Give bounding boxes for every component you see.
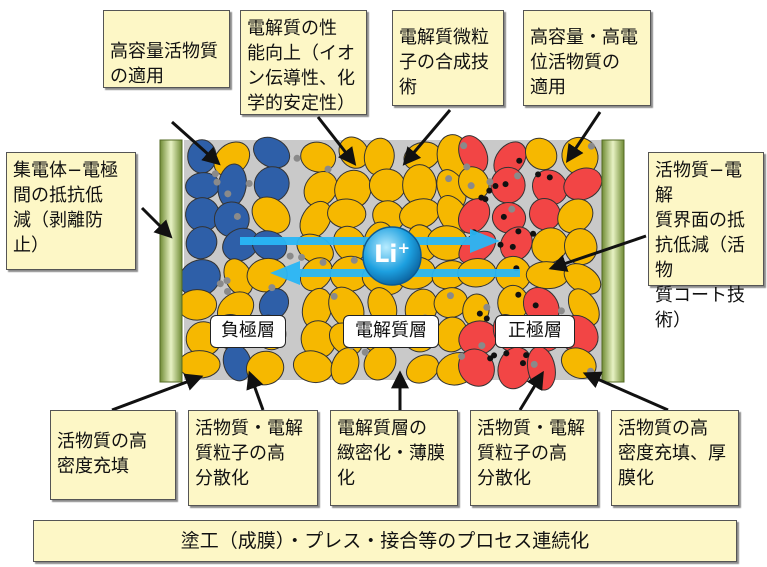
conductive-additive-dot (503, 350, 510, 357)
callout-anode-high-dispersion: 活物質・電解 質粒子の高 分散化 (188, 410, 318, 506)
callout-collector-resistance: 集電体−電極 間の抵抗低 減（剥離防 止） (6, 152, 136, 270)
conductive-additive-dot (535, 171, 542, 178)
li-ion-label: Li+ (362, 233, 422, 269)
anode-particle (185, 226, 218, 260)
li-charge: + (397, 239, 411, 257)
pore-dot (324, 165, 332, 173)
arrow-bottom-1 (111, 373, 204, 412)
pore-dot (268, 284, 276, 292)
conductive-additive-dot (500, 213, 507, 220)
conductive-additive-dot (482, 196, 489, 203)
conductive-additive-dot (497, 241, 504, 248)
pore-dot (445, 175, 453, 183)
cathode-layer-label: 正極層 (495, 315, 575, 348)
conductive-additive-dot (476, 310, 483, 317)
conductive-additive-dot (546, 174, 553, 181)
electrolyte-particle (524, 137, 558, 171)
pore-dot (478, 342, 486, 350)
li-ion-icon (362, 226, 422, 286)
electrolyte-particle (303, 171, 338, 208)
pore-dot (458, 352, 466, 360)
conductive-additive-dot (502, 181, 509, 188)
pore-dot (293, 154, 301, 162)
pore-dot (223, 287, 231, 295)
pore-dot (460, 142, 468, 150)
pore-dot (216, 280, 224, 288)
conductive-additive-dot (515, 228, 522, 235)
conductive-additive-dot (483, 315, 490, 322)
anode-layer-label: 負極層 (210, 315, 286, 348)
pore-dot (508, 205, 516, 213)
callout-interface-resistance: 活物質−電解 質界面の抵 抗低減（活物 質コート技 術） (648, 152, 764, 331)
callout-cathode-high-density-thick-film: 活物質の高 密度充填、厚 膜化 (611, 410, 739, 506)
callout-electrolyte-performance: 電解質の性 能向上（イオ ン伝導性、化 学的安定性） (240, 10, 367, 115)
cathode-particle (563, 167, 603, 201)
callout-electrolyte-particle-synthesis: 電解質微粒 子の合成技 術 (392, 10, 504, 106)
arrow-bottom-2 (246, 370, 265, 411)
conductive-additive-dot (515, 291, 522, 298)
pore-dot (224, 190, 232, 198)
callout-high-voltage-active-material: 高容量・高電 位活物質の 適用 (523, 10, 651, 106)
arrow-top-2 (316, 116, 357, 166)
anode-particle (253, 166, 290, 203)
electrolyte-particle (251, 196, 291, 234)
pore-dot (211, 170, 219, 178)
arrow-right (548, 234, 647, 272)
arrow-top-1 (171, 120, 221, 166)
pore-dot (233, 212, 241, 220)
pore-dot (319, 258, 327, 266)
conductive-additive-dot (509, 243, 516, 250)
conductive-additive-dot (519, 360, 526, 367)
electrolyte-particle (300, 141, 337, 173)
pore-dot (463, 163, 471, 171)
anode-current-collector (159, 139, 183, 383)
callout-arrows (111, 109, 669, 412)
conductive-additive-dot (530, 230, 537, 237)
electrolyte-particle (178, 350, 221, 379)
pore-dot (223, 277, 231, 285)
conductive-additive-dot (486, 187, 493, 194)
callout-cathode-high-dispersion: 活物質・電解 質粒子の高 分散化 (470, 410, 598, 506)
cathode-current-collector (601, 139, 625, 383)
arrow-top-4 (566, 111, 602, 163)
pore-dot (286, 252, 294, 260)
pore-dot (446, 292, 454, 300)
conductive-additive-dot (492, 182, 499, 189)
conductive-additive-dot (532, 302, 539, 309)
arrow-top-3 (402, 109, 452, 166)
electrolyte-layer-label: 電解質層 (343, 315, 439, 348)
conductive-additive-dot (523, 352, 530, 359)
pore-dot (361, 348, 369, 356)
pore-dot (557, 307, 565, 315)
pore-dot (298, 253, 306, 261)
pore-dot (350, 256, 358, 264)
arrow-left (140, 206, 173, 239)
electrolyte-particle (557, 198, 594, 234)
callout-electrolyte-densification: 電解質層の 緻密化・薄膜 化 (330, 410, 458, 506)
pore-dot (587, 142, 595, 150)
conductive-additive-dot (516, 157, 523, 164)
pore-dot (486, 178, 494, 186)
pore-dot (483, 303, 491, 311)
callout-high-capacity-active-material: 高容量活物質 の適用 (103, 10, 230, 88)
conductive-additive-dot (491, 352, 498, 359)
li-symbol: Li (373, 240, 398, 268)
callout-anode-high-density-packing: 活物質の高 密度充填 (50, 410, 176, 500)
arrow-bottom-5 (582, 371, 669, 412)
pore-dot (514, 172, 522, 180)
pore-dot (330, 292, 338, 300)
anode-particle (253, 136, 291, 169)
pore-dot (245, 180, 253, 188)
pore-dot (213, 178, 221, 186)
pore-dot (530, 360, 538, 368)
pore-dot (467, 182, 475, 190)
process-continuity-bar: 塗工（成膜）・プレス・接合等のプロセス連続化 (33, 520, 737, 562)
arrow-bottom-4 (518, 370, 544, 411)
